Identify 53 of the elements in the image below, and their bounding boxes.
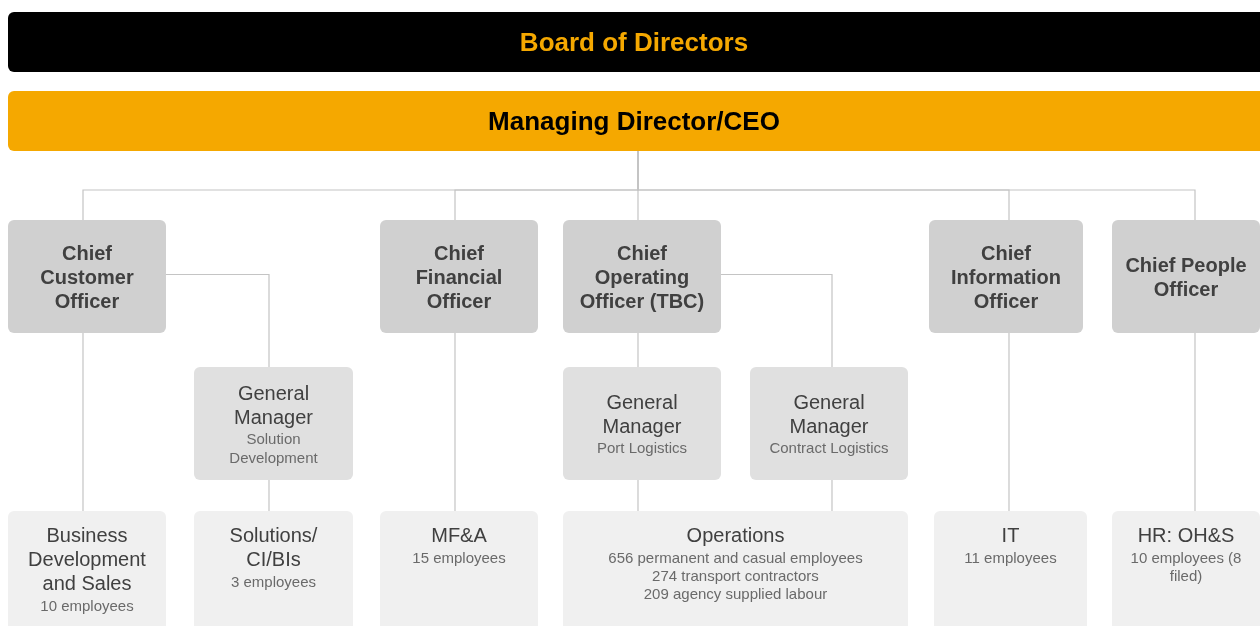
role-title: General Manager bbox=[233, 380, 314, 429]
staff-note: 209 agency supplied labour bbox=[643, 585, 828, 603]
connector-line bbox=[268, 479, 270, 512]
role-title: Solutions/ CI/BIs bbox=[228, 523, 319, 571]
connector-line bbox=[1008, 332, 1010, 512]
staff-note: 10 employees (8 filed) bbox=[1129, 549, 1243, 585]
staff-note: 15 employees bbox=[412, 549, 506, 567]
manager-box bbox=[194, 367, 353, 480]
role-title: Chief Customer Officer bbox=[39, 240, 135, 313]
connector-line bbox=[82, 332, 84, 512]
department-box bbox=[194, 511, 353, 626]
chief-box bbox=[563, 220, 721, 333]
staff-note: 10 employees bbox=[40, 597, 134, 615]
manager-box bbox=[750, 367, 908, 480]
chief-box bbox=[929, 220, 1083, 333]
role-title: HR: OH&S bbox=[1137, 523, 1235, 547]
role-title: MF&A bbox=[431, 523, 487, 547]
role-title: Managing Director/CEO bbox=[488, 104, 780, 138]
role-title: Business Development and Sales bbox=[27, 523, 147, 595]
staff-note: Contract Logistics bbox=[769, 438, 889, 457]
connector-line bbox=[831, 479, 833, 512]
staff-note: 656 permanent and casual employees bbox=[608, 549, 863, 567]
department-box bbox=[8, 511, 166, 626]
role-title: Chief Information Officer bbox=[950, 240, 1062, 313]
connector-line bbox=[165, 273, 270, 368]
connector-line bbox=[720, 273, 833, 368]
department-box bbox=[563, 511, 908, 626]
role-title: Chief Operating Officer (TBC) bbox=[578, 240, 706, 313]
ceo-banner bbox=[8, 91, 1260, 151]
connector-line bbox=[454, 332, 456, 512]
staff-note: 11 employees bbox=[964, 549, 1057, 567]
department-box bbox=[1112, 511, 1260, 626]
manager-box bbox=[563, 367, 721, 480]
connector-line bbox=[637, 479, 639, 512]
connector-line bbox=[637, 332, 639, 368]
department-box bbox=[934, 511, 1087, 626]
role-title: Operations bbox=[686, 523, 785, 547]
chief-box bbox=[1112, 220, 1260, 333]
board-banner bbox=[8, 12, 1260, 72]
role-title: IT bbox=[1001, 523, 1020, 547]
role-title: Chief People Officer bbox=[1124, 252, 1248, 301]
staff-note: 274 transport contractors bbox=[652, 567, 819, 585]
staff-note: Port Logistics bbox=[596, 438, 687, 457]
chief-box bbox=[8, 220, 166, 333]
staff-note: 3 employees bbox=[230, 573, 317, 591]
staff-note: Solution Development bbox=[228, 428, 319, 467]
connector-line bbox=[1194, 332, 1196, 512]
role-title: Chief Financial Officer bbox=[414, 240, 504, 313]
chief-box bbox=[380, 220, 538, 333]
department-box bbox=[380, 511, 538, 626]
role-title: General Manager bbox=[601, 390, 683, 438]
role-title: General Manager bbox=[788, 390, 870, 438]
role-title: Board of Directors bbox=[519, 25, 749, 59]
